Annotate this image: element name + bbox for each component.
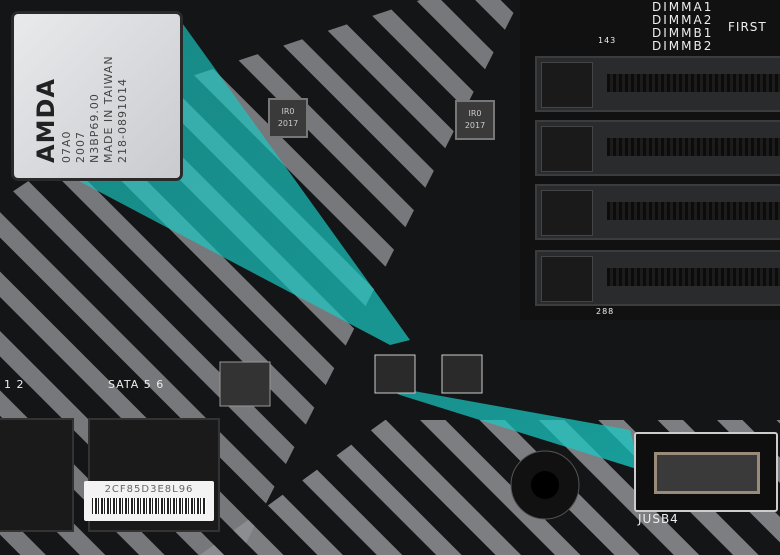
chip-marking: N3BP69.00 [88,93,101,163]
dimm-first-label: FIRST [728,20,767,34]
jusb4-connector[interactable] [634,432,778,512]
dimm-slot-a1[interactable] [535,120,780,176]
sata-connector-1-2[interactable] [0,418,74,532]
dimm-slot-b2[interactable] [535,184,780,240]
inductor: IR0 2017 [455,100,495,140]
amd-logo: AMDA [32,78,60,163]
jusb4-label: JUSB4 [638,512,679,526]
chip-marking: 07A0 [60,130,73,163]
highlight-beam-usb [380,385,640,470]
chip-marking: 218-0891014 [116,78,129,163]
dimm-slot-a2[interactable] [535,56,780,112]
chip-marking: MADE IN TAIWAN [102,55,115,163]
amd-chipset: AMDA 07A0 2007 N3BP69.00 MADE IN TAIWAN … [14,14,180,178]
sata-5-6-label: SATA 5 6 [108,378,165,391]
chip-marking: 2007 [74,131,87,163]
ref-143: 143 [598,36,617,45]
dimm-slot-b1[interactable] [535,250,780,306]
ref-288: 288 [596,307,615,316]
sata-1-2-label: 1 2 [4,378,25,391]
barcode-sticker: 2CF85D3E8L96 [84,481,214,521]
inductor: IR0 2017 [268,98,308,138]
